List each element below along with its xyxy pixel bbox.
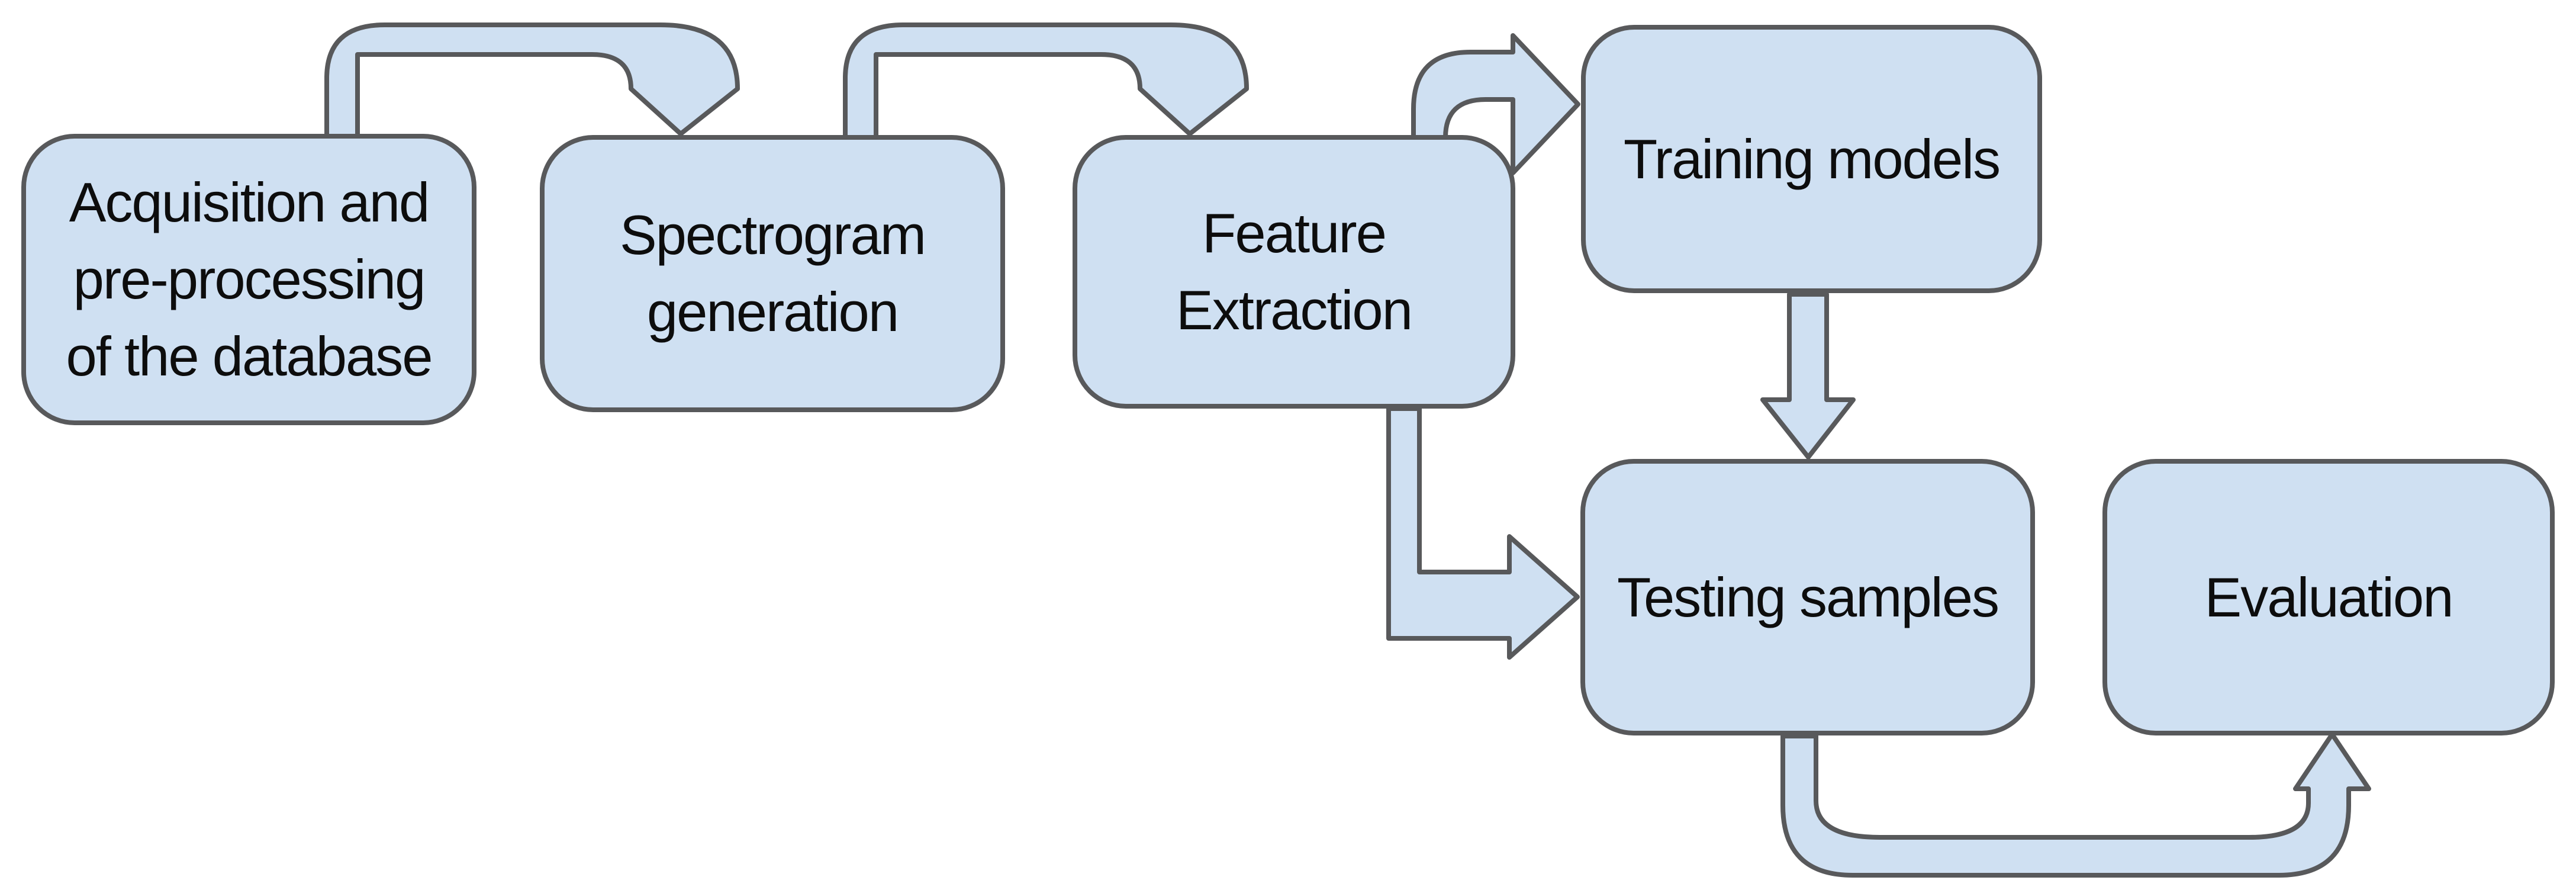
- node-testing-samples[interactable]: Testing samples: [1580, 459, 2035, 735]
- node-feature-line-2: Extraction: [1176, 279, 1413, 341]
- node-evaluation-line-1: Evaluation: [2204, 566, 2454, 628]
- arrow-feature-to-testing-icon: [1386, 406, 1580, 660]
- node-spectrogram[interactable]: Spectrogram generation: [540, 135, 1005, 412]
- node-feature-extraction[interactable]: Feature Extraction: [1073, 135, 1515, 409]
- node-spectrogram-line-2: generation: [646, 281, 899, 343]
- node-evaluation[interactable]: Evaluation: [2102, 459, 2555, 735]
- arrow-acquisition-to-spectrogram-icon: [324, 23, 740, 139]
- node-feature-line-1: Feature: [1202, 202, 1387, 265]
- node-training-line-1: Training models: [1623, 127, 2001, 190]
- arrow-spectrogram-to-feature-icon: [843, 23, 1249, 140]
- arrow-feature-to-training-icon: [1411, 33, 1580, 175]
- arrow-training-to-testing-icon: [1760, 292, 1856, 460]
- arrow-testing-to-evaluation-icon: [1780, 732, 2371, 878]
- node-acquisition-line-2: pre-processing: [73, 248, 426, 311]
- node-training-models[interactable]: Training models: [1581, 25, 2042, 293]
- node-acquisition[interactable]: Acquisition and pre-processing of the da…: [21, 134, 476, 425]
- node-testing-line-1: Testing samples: [1617, 566, 1999, 628]
- node-acquisition-line-3: of the database: [66, 325, 433, 387]
- node-acquisition-line-1: Acquisition and: [69, 171, 430, 234]
- node-spectrogram-line-1: Spectrogram: [619, 204, 926, 266]
